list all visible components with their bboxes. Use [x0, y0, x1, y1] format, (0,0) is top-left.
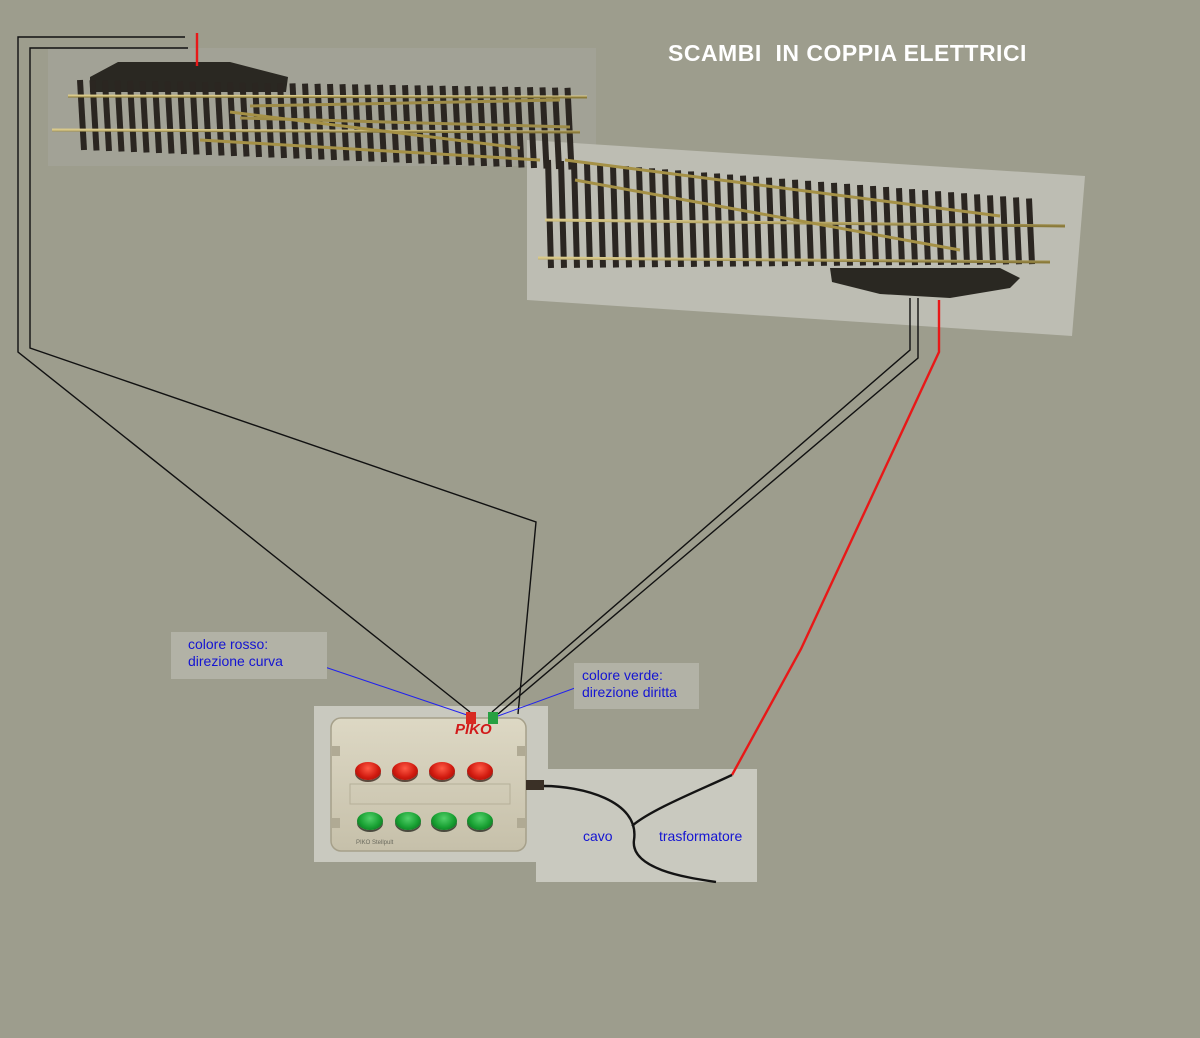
track-tie	[502, 86, 512, 168]
track-tie	[464, 86, 475, 166]
track-tie	[177, 81, 187, 155]
track-tie	[127, 80, 137, 153]
track-tie	[948, 192, 957, 265]
transformer-label: trasformatore	[659, 828, 743, 844]
track-tie	[584, 163, 593, 268]
green-button-2[interactable]	[395, 812, 421, 830]
track-tie	[714, 173, 723, 267]
black-wires	[17, 36, 919, 715]
track-tie	[922, 190, 931, 266]
track-tie	[214, 82, 225, 156]
red-button-1[interactable]	[355, 762, 381, 780]
brand-logo: PIKO	[455, 721, 492, 738]
red-wires	[195, 33, 941, 776]
track-tie	[427, 85, 437, 165]
track-tie	[152, 81, 162, 154]
track-tie	[452, 85, 462, 166]
track-tie	[489, 86, 500, 167]
green-button-1[interactable]	[357, 812, 383, 830]
turnout-left	[51, 62, 588, 170]
turnout-right	[537, 158, 1066, 298]
track-tie	[114, 80, 125, 152]
track-tie	[227, 82, 237, 157]
track-tie	[1026, 198, 1035, 265]
green-color-description: direzione diritta	[582, 684, 677, 700]
red-color-label: colore rosso: direzione curva	[171, 632, 327, 679]
track-tie	[896, 187, 905, 266]
red-button-3[interactable]	[429, 762, 455, 780]
red-color-title: colore rosso:	[188, 636, 269, 652]
track-tie	[202, 81, 212, 156]
cable-label: cavo	[583, 828, 613, 844]
track-tie	[961, 193, 970, 265]
track-tie	[414, 85, 425, 164]
track-tie	[701, 172, 710, 267]
label-pointers	[309, 661, 576, 717]
cable-photo-bg	[536, 769, 757, 882]
green-button-4[interactable]	[467, 812, 493, 830]
transformer-cable	[543, 773, 733, 884]
green-button-3[interactable]	[431, 812, 457, 830]
control-box	[330, 712, 544, 852]
track-tie	[571, 161, 580, 268]
model-label: PIKO Stellpult	[356, 840, 394, 846]
red-color-description: direzione curva	[188, 653, 283, 669]
track-tie	[164, 81, 175, 154]
track-tie	[102, 80, 112, 152]
green-color-label: colore verde: direzione diritta	[574, 663, 699, 709]
diagram-title: SCAMBI IN COPPIA ELETTRICI	[668, 40, 1027, 66]
red-button-2[interactable]	[392, 762, 418, 780]
track-tie	[1000, 196, 1009, 265]
red-button-4[interactable]	[467, 762, 493, 780]
track-tie	[402, 85, 412, 164]
track-tie	[909, 189, 918, 266]
green-color-title: colore verde:	[582, 667, 663, 683]
track-tie	[610, 165, 619, 268]
track-tie	[688, 171, 697, 267]
track-tie	[1013, 197, 1022, 265]
track-tie	[675, 170, 684, 268]
track-tie	[974, 194, 983, 265]
track-tie	[439, 85, 450, 165]
track-tie	[564, 87, 575, 170]
track-tie	[727, 174, 736, 267]
track-tie	[77, 79, 87, 151]
track-tie	[89, 80, 100, 151]
track-tie	[649, 168, 658, 268]
track-tie	[189, 81, 200, 155]
track-tie	[597, 164, 606, 268]
track-tie	[545, 159, 554, 269]
track-tie	[636, 167, 645, 268]
track-tie	[935, 191, 944, 266]
track-tie	[870, 185, 879, 266]
track-tie	[477, 86, 487, 167]
track-tie	[558, 160, 567, 268]
track-tie	[514, 86, 525, 168]
track-tie	[883, 186, 892, 266]
track-tie	[139, 80, 150, 153]
track-tie	[623, 166, 632, 268]
track-tie	[987, 195, 996, 265]
track-tie	[662, 169, 671, 268]
